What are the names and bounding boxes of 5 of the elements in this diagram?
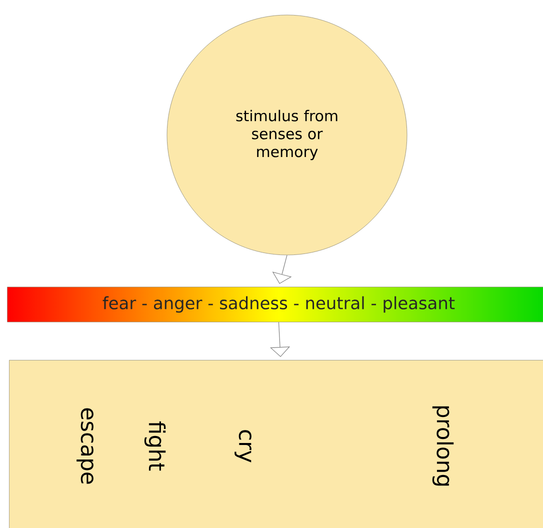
response-word: prolong (432, 406, 454, 486)
response-word: escape (76, 408, 94, 484)
response-word: fight (144, 421, 166, 471)
response-word: cry (234, 430, 252, 462)
emotion-gradient-bar: fear - anger - sadness - neutral - pleasant (7, 286, 543, 322)
